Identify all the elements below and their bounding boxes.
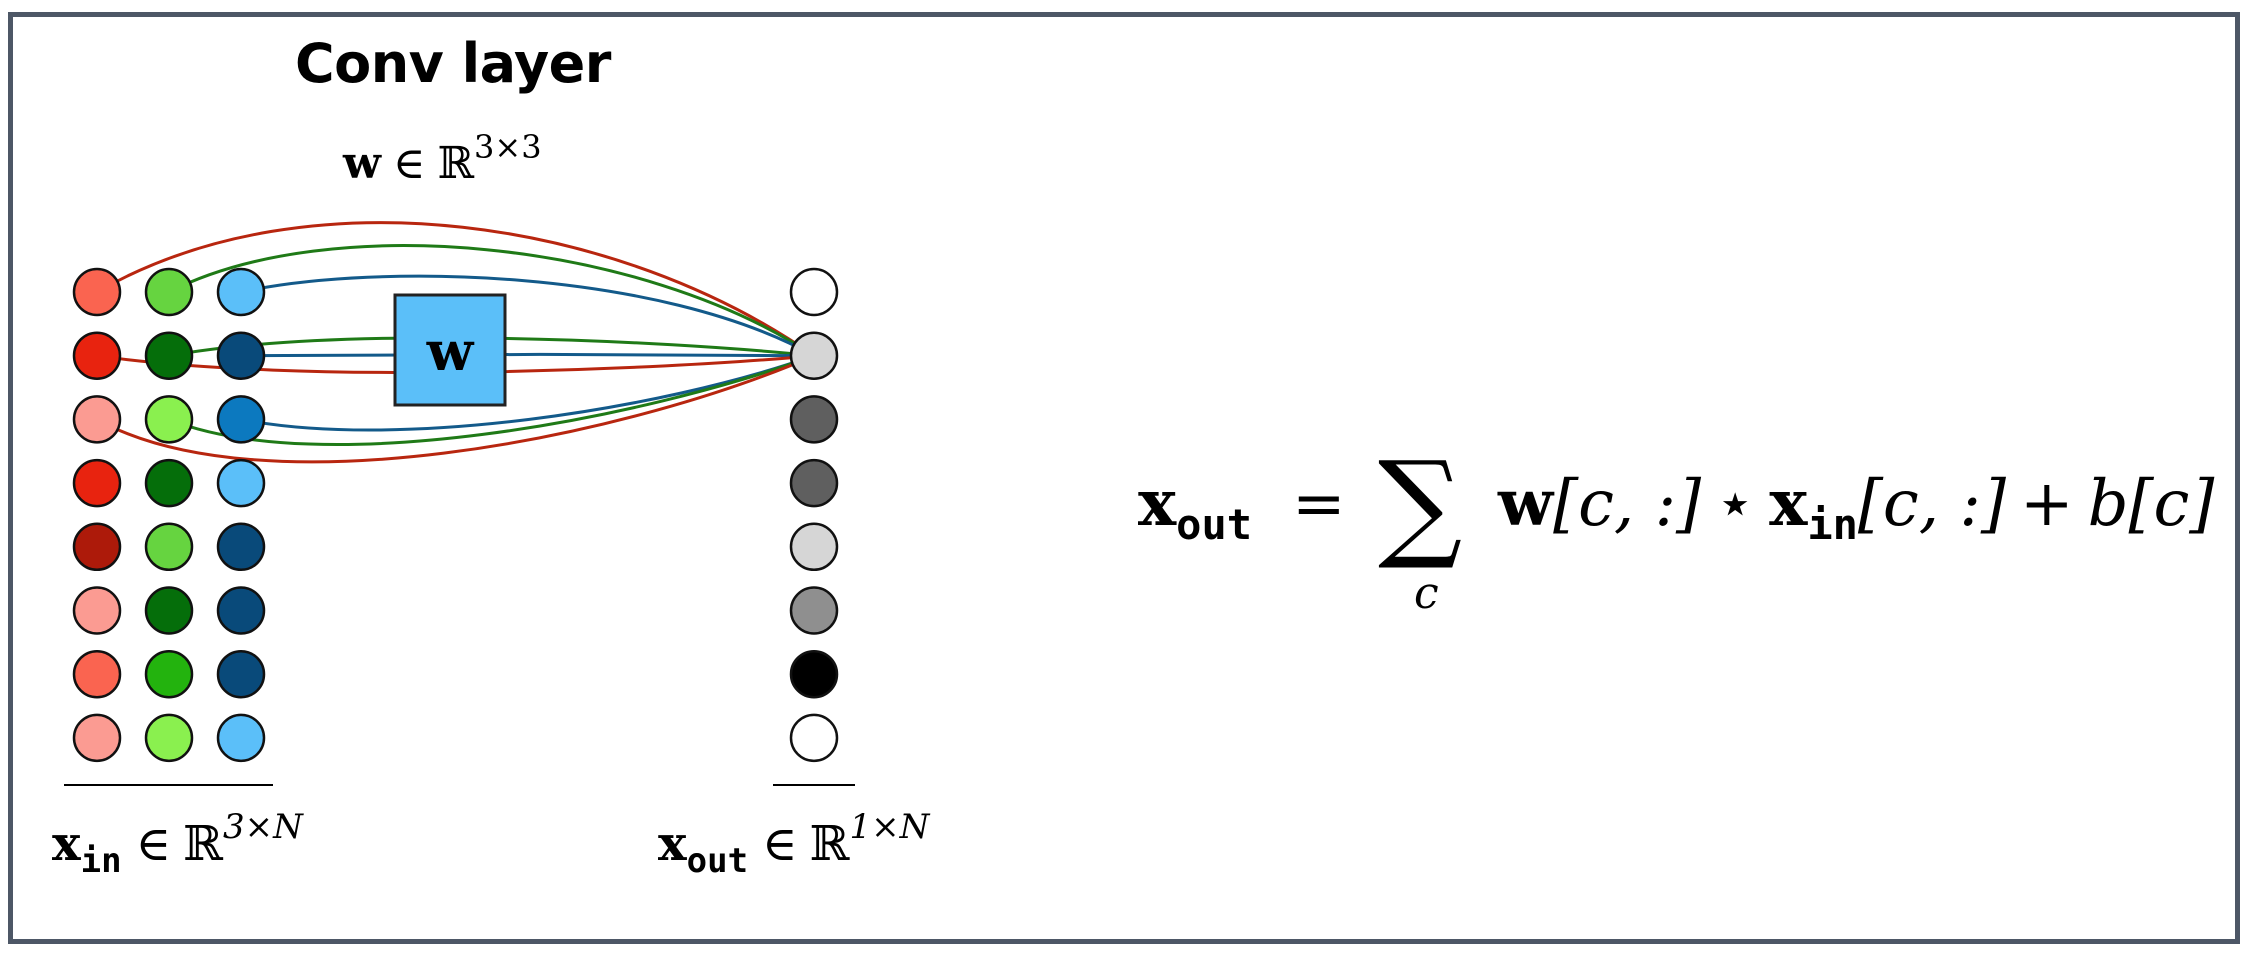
input-node-blue [216, 649, 266, 699]
connection-curve-blue [240, 354, 815, 432]
output-node [789, 458, 839, 508]
input-node-green [144, 522, 194, 572]
input-nodes [72, 267, 266, 763]
connection-curve-red [96, 354, 815, 464]
input-node-blue [216, 713, 266, 763]
input-node-red [72, 331, 122, 380]
conv-equation: xout = ∑ c w[c, :]⋆xin[c, :]+b[c] [1138, 435, 2215, 619]
input-node-blue [216, 395, 266, 444]
input-node-red [72, 586, 122, 635]
connection-curve-green [168, 244, 815, 357]
output-node [789, 267, 839, 317]
diagram-title: Conv layer [295, 32, 611, 95]
input-label: xin∈ℝ3×N [52, 807, 304, 881]
input-node-red [72, 522, 122, 572]
input-node-blue [216, 586, 266, 635]
equation-rhs: w[c, :]⋆xin[c, :]+b[c] [1497, 466, 2215, 549]
input-node-red [72, 395, 122, 444]
equation-lhs: xout [1138, 466, 1252, 549]
connection-curve-blue [240, 274, 815, 358]
weight-label: w∈ℝ3×3 [342, 128, 542, 189]
input-node-green [144, 331, 194, 380]
input-node-green [144, 586, 194, 635]
output-label: xout∈ℝ1×N [658, 807, 931, 881]
input-node-green [144, 267, 194, 317]
figure-frame [8, 12, 2240, 944]
equation-equals: = [1292, 467, 1346, 541]
weight-box-label: w [426, 319, 475, 383]
input-node-green [144, 458, 194, 508]
input-node-red [72, 267, 122, 317]
sum-index: c [1414, 568, 1439, 619]
input-node-red [72, 458, 122, 508]
output-node [789, 713, 839, 763]
sum-symbol: ∑ [1378, 435, 1462, 573]
input-node-red [72, 713, 122, 763]
output-node [789, 395, 839, 444]
input-node-green [144, 713, 194, 763]
output-node [789, 649, 839, 699]
input-node-blue [216, 458, 266, 508]
connection-curve-blue [240, 352, 815, 358]
output-node [789, 586, 839, 635]
input-node-green [144, 395, 194, 444]
input-node-blue [216, 267, 266, 317]
input-node-green [144, 649, 194, 699]
weight-box: w [393, 293, 507, 407]
connection-curve-red [96, 221, 815, 357]
output-nodes [789, 267, 839, 763]
input-node-blue [216, 331, 266, 380]
output-node [789, 331, 839, 380]
input-node-blue [216, 522, 266, 572]
input-node-red [72, 649, 122, 699]
output-node [789, 522, 839, 572]
